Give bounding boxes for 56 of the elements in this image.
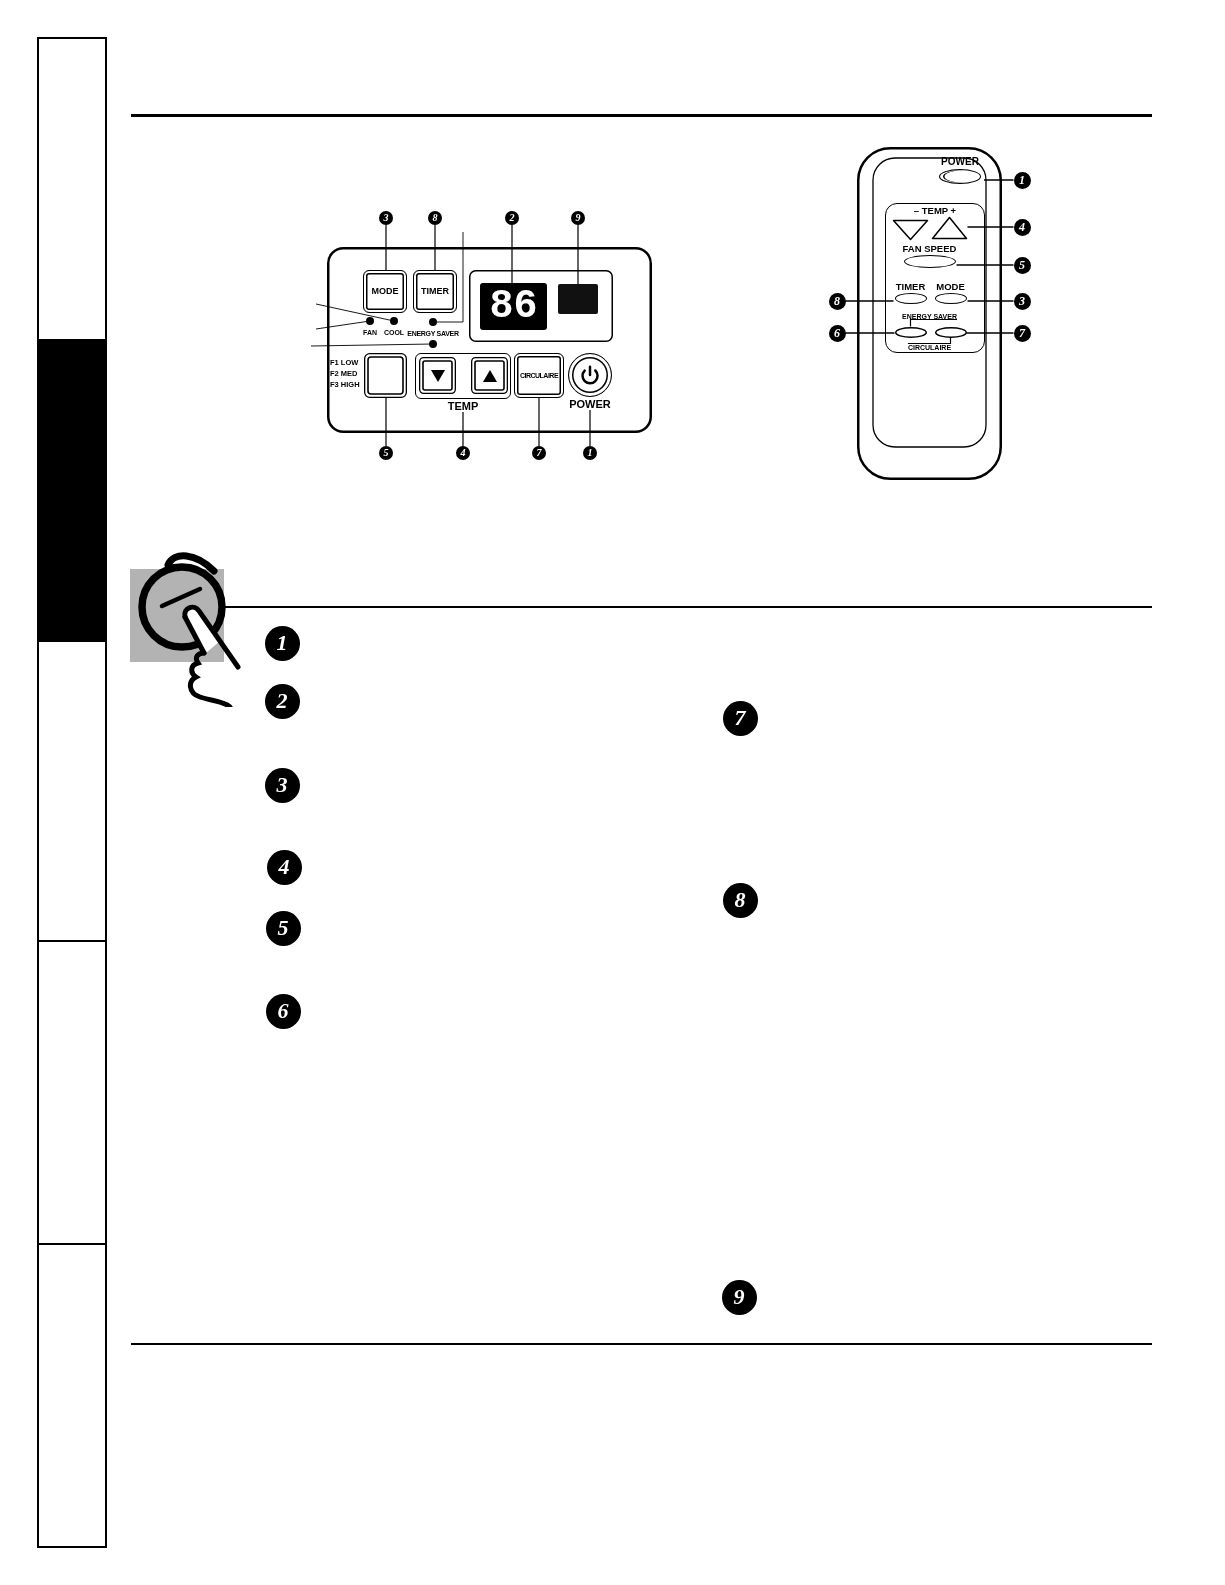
leader-line (385, 224, 387, 271)
leader-line (434, 224, 436, 271)
leader-line (315, 321, 367, 330)
callout-number: 8 (722, 882, 758, 918)
digital-display: 86 (480, 283, 547, 330)
leader-line (907, 336, 952, 345)
leader-line (538, 397, 540, 447)
leader-line (577, 224, 579, 285)
leader-line (983, 179, 1015, 181)
callout-number: 7 (532, 446, 546, 460)
control-button: MODE (363, 270, 407, 313)
leader-line (844, 300, 895, 302)
group-label: – TEMP + (913, 206, 957, 216)
leader-line (462, 411, 464, 447)
callout-number: 8 (428, 211, 442, 225)
callout-number: 5 (1013, 256, 1031, 274)
button-label: POWER (569, 399, 611, 410)
callout-number: 4 (1013, 218, 1031, 236)
callout-number: 3 (264, 767, 300, 803)
button-label: TIMER (895, 281, 926, 291)
callout-number: 9 (571, 211, 585, 225)
callout-number: 4 (266, 849, 302, 885)
callout-number: 2 (505, 211, 519, 225)
callout-number: 2 (264, 683, 300, 719)
callout-number: 1 (1013, 171, 1031, 189)
callout-number: 6 (265, 993, 301, 1029)
callout-number: 5 (265, 910, 301, 946)
button-panel (885, 203, 985, 353)
callout-number: 5 (379, 446, 393, 460)
leader-line (966, 226, 1015, 228)
control-button: TIMER (413, 270, 457, 313)
leader-line (844, 332, 896, 334)
leader-line (955, 264, 1015, 266)
button-label: TEMP (447, 401, 479, 412)
leader-line (436, 231, 464, 323)
leader-line (310, 343, 430, 347)
button-label: POWER (941, 157, 979, 167)
callout-number: 1 (583, 446, 597, 460)
button-label: FAN SPEED (902, 243, 957, 253)
leader-line (966, 300, 1015, 302)
button-label: MODE (936, 281, 965, 291)
callout-number: 7 (1013, 324, 1031, 342)
callout-number: 4 (456, 446, 470, 460)
leader-line (385, 397, 387, 447)
callout-number: 3 (379, 211, 393, 225)
callout-number: 1 (264, 625, 300, 661)
leader-line (315, 303, 391, 321)
leader-line (511, 224, 513, 284)
leader-line (909, 318, 958, 328)
leader-line (589, 409, 591, 447)
callout-number: 3 (1013, 292, 1031, 310)
callout-number: 7 (722, 700, 758, 736)
callout-number: 6 (828, 324, 846, 342)
leader-line (965, 332, 1015, 334)
callout-number: 8 (828, 292, 846, 310)
callout-number: 9 (721, 1279, 757, 1315)
